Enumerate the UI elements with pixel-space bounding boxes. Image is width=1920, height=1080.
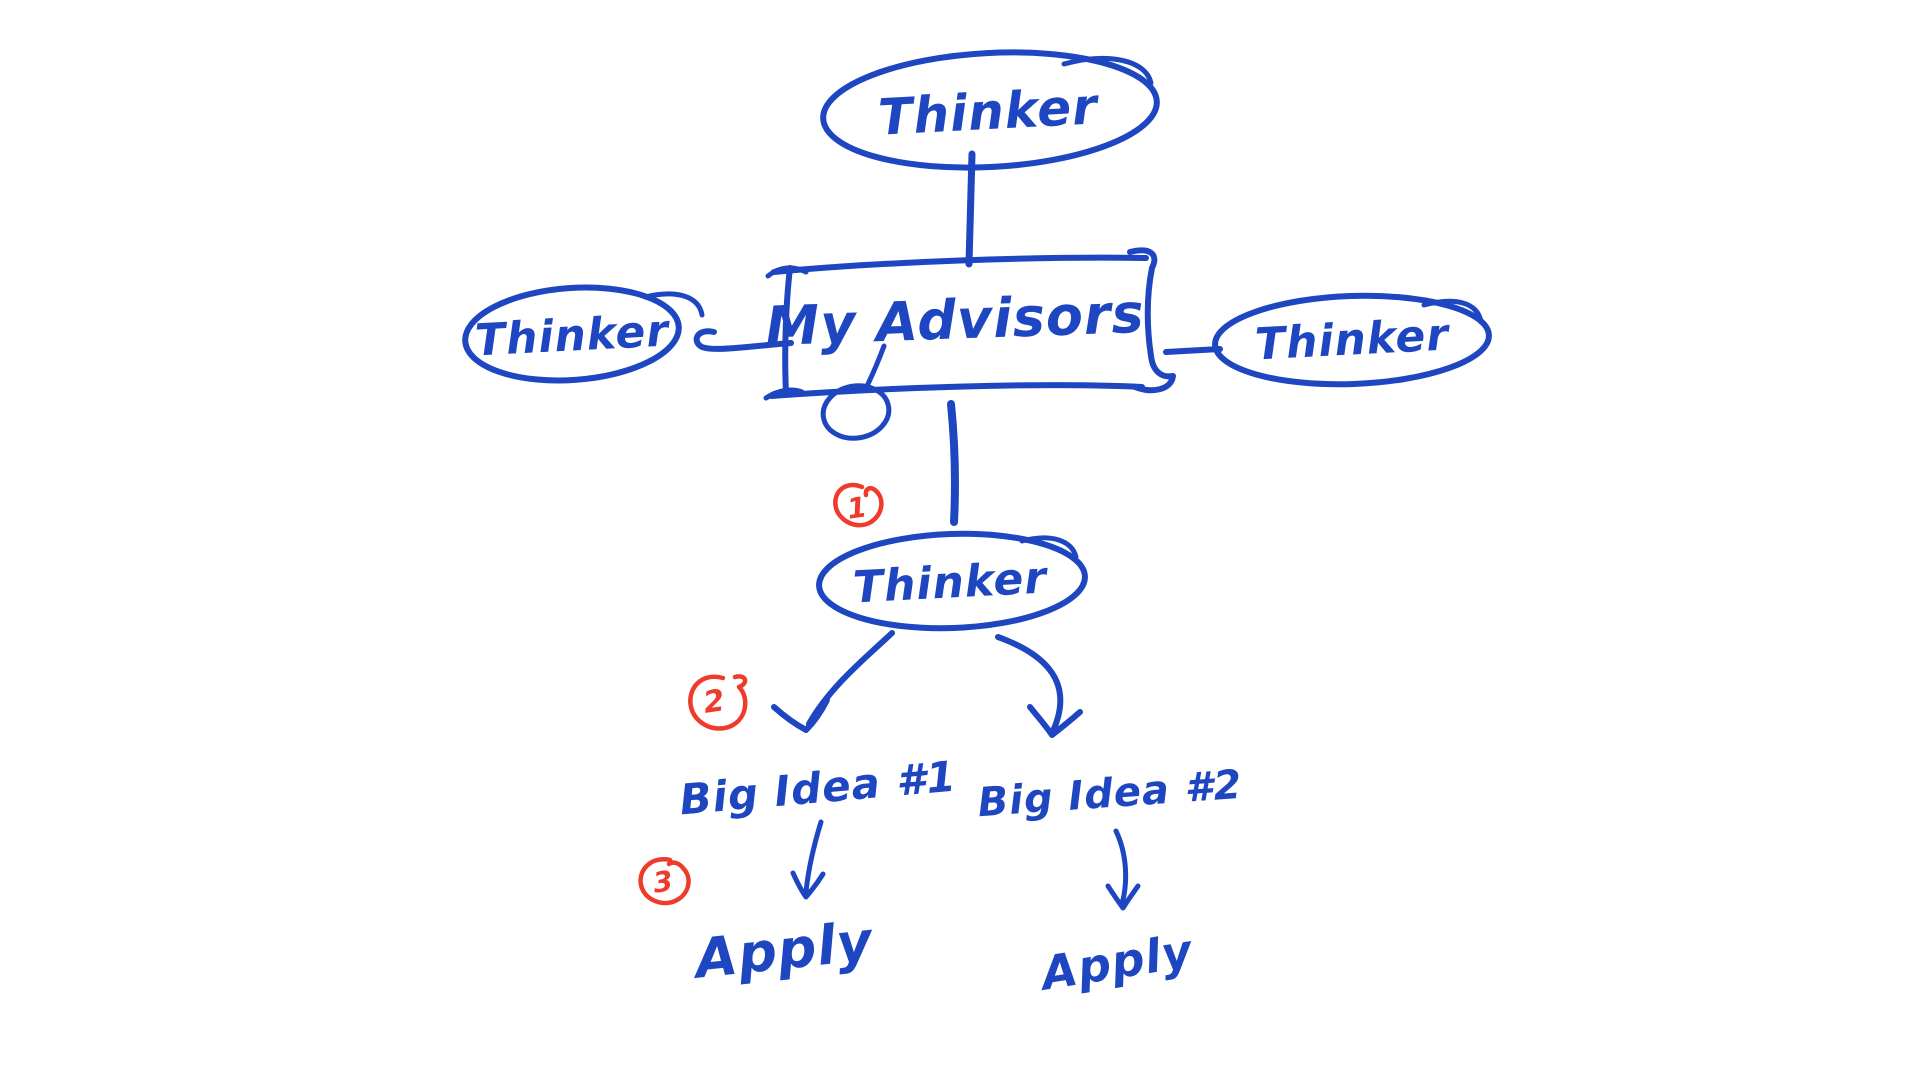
arrow-idea2-to-apply2-head — [1105, 883, 1141, 911]
node-label-thinker-right: Thinker — [1253, 309, 1451, 371]
step-1-circle — [833, 482, 884, 528]
arrow-to-idea2 — [995, 634, 1064, 734]
node-label-thinker-bottom: Thinker — [851, 552, 1049, 614]
node-label-thinker-left: Thinker — [473, 305, 671, 367]
thinker-left-flourish — [642, 291, 705, 318]
advisors-box-top — [771, 254, 1149, 275]
thinker-top-ellipse — [820, 49, 1160, 171]
thinker-right-flourish — [1421, 298, 1484, 325]
advisors-box-left-cap-bottom — [763, 387, 805, 401]
node-label-my-advisors: My Advisors — [764, 281, 1146, 359]
arrow-idea2-to-apply2 — [1113, 828, 1129, 907]
arrow-idea1-to-apply1 — [803, 819, 824, 895]
thinker-bottom-ellipse — [816, 530, 1088, 632]
thinker-right-ellipse — [1212, 292, 1492, 388]
advisors-box-bottom — [768, 382, 1145, 399]
step-3-circle — [638, 857, 691, 906]
advisors-box-right — [1127, 247, 1176, 394]
node-label-thinker-top: Thinker — [876, 77, 1100, 147]
arrow-to-idea1-head — [771, 697, 830, 733]
arrow-to-idea2-head — [1027, 704, 1083, 738]
connector-right — [1163, 346, 1223, 355]
connector-bottom — [947, 400, 959, 526]
thinker-top-flourish — [1061, 56, 1154, 86]
connector-left — [693, 328, 794, 352]
thinker-left-ellipse — [462, 284, 682, 384]
advisors-box-left-cap-top — [765, 265, 809, 279]
arrow-idea1-to-apply1-head — [790, 870, 826, 900]
advisors-box-left — [782, 265, 793, 396]
connector-top — [965, 150, 976, 268]
step-2-circle — [688, 674, 748, 731]
handwriting-descender-loop — [820, 383, 892, 441]
arrow-to-idea1 — [806, 630, 895, 727]
thinker-bottom-flourish — [1019, 535, 1079, 560]
